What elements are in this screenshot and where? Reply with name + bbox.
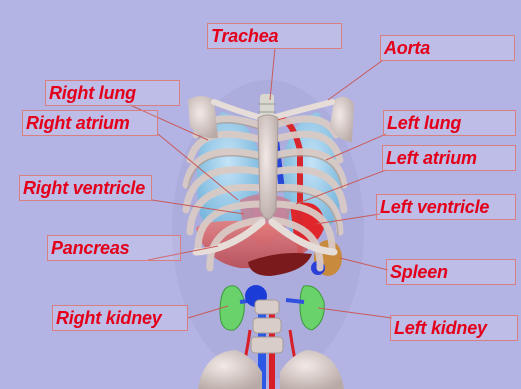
label-left-kidney: Left kidney <box>390 315 518 341</box>
label-right-ventricle: Right ventricle <box>19 175 152 201</box>
label-left-ventricle: Left ventricle <box>376 194 516 220</box>
label-left-atrium: Left atrium <box>382 145 516 171</box>
label-aorta: Aorta <box>380 35 515 61</box>
label-right-kidney: Right kidney <box>52 305 188 331</box>
label-spleen: Spleen <box>386 259 516 285</box>
label-trachea: Trachea <box>207 23 342 49</box>
label-right-lung: Right lung <box>45 80 180 106</box>
label-right-atrium: Right atrium <box>22 110 158 136</box>
label-left-lung: Left lung <box>383 110 516 136</box>
label-pancreas: Pancreas <box>47 235 181 261</box>
